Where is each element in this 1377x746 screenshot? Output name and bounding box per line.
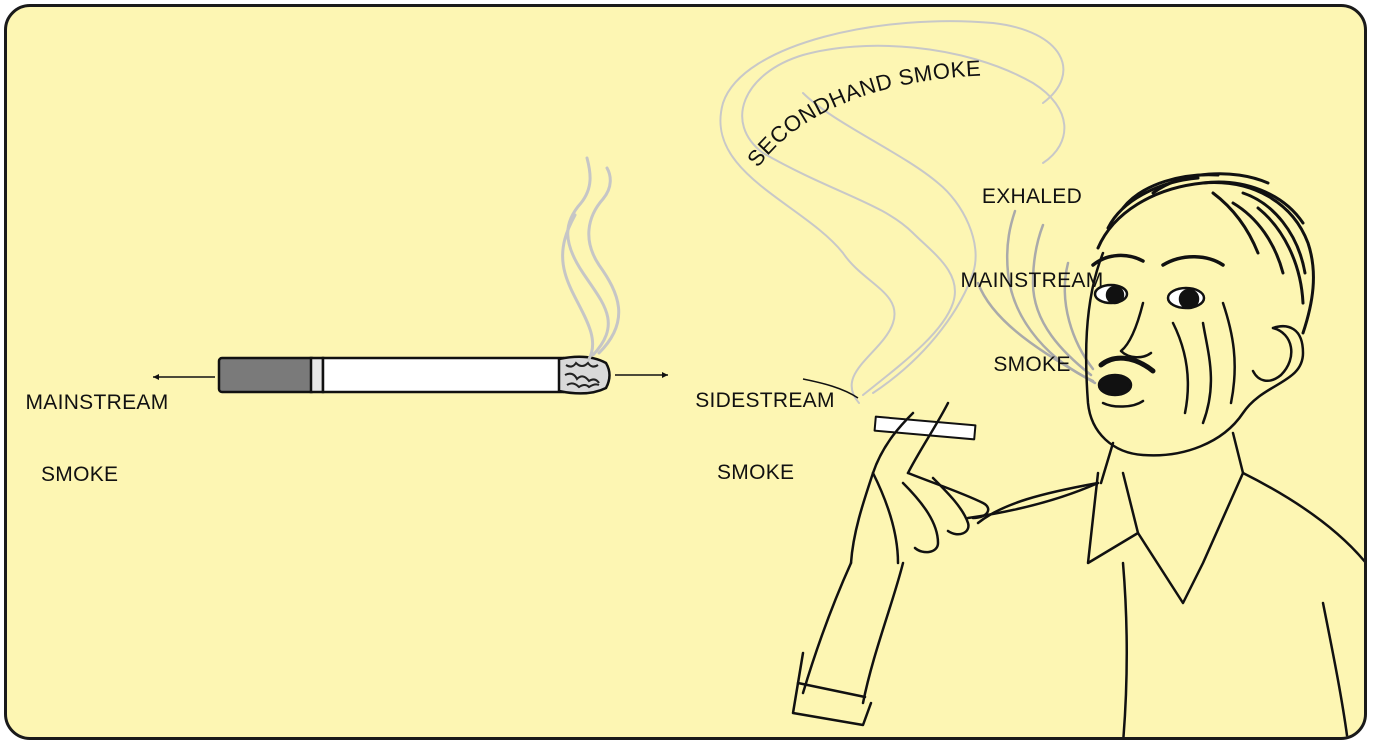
diagram-panel: SECONDHAND SMOKE MAINSTREAM SMOKE SIDEST… <box>4 4 1367 740</box>
man-hair <box>1098 174 1313 333</box>
cigarette-ash-tip <box>559 357 610 394</box>
sidestream-smoke-label: SIDESTREAM SMOKE <box>675 341 855 533</box>
cigarette-paper <box>323 358 563 392</box>
mainstream-label-line2: SMOKE <box>7 463 187 487</box>
cigarette-diagram <box>153 158 668 393</box>
exhaled-label-line1: EXHALED <box>942 183 1122 211</box>
mainstream-label-line1: MAINSTREAM <box>7 391 187 415</box>
sidestream-arrow <box>615 372 668 378</box>
cigarette-filter <box>219 358 315 392</box>
sidestream-label-line1: SIDESTREAM <box>675 389 855 413</box>
exhaled-mainstream-smoke-label: EXHALED MAINSTREAM SMOKE <box>942 127 1122 435</box>
man-body <box>978 433 1366 740</box>
exhaled-label-line3: SMOKE <box>942 351 1122 379</box>
cigarette-band <box>311 358 323 392</box>
sidestream-label-line2: SMOKE <box>675 461 855 485</box>
mainstream-smoke-label: MAINSTREAM SMOKE <box>7 343 187 535</box>
exhaled-label-line2: MAINSTREAM <box>942 267 1122 295</box>
cigarette-smoke <box>563 158 619 359</box>
